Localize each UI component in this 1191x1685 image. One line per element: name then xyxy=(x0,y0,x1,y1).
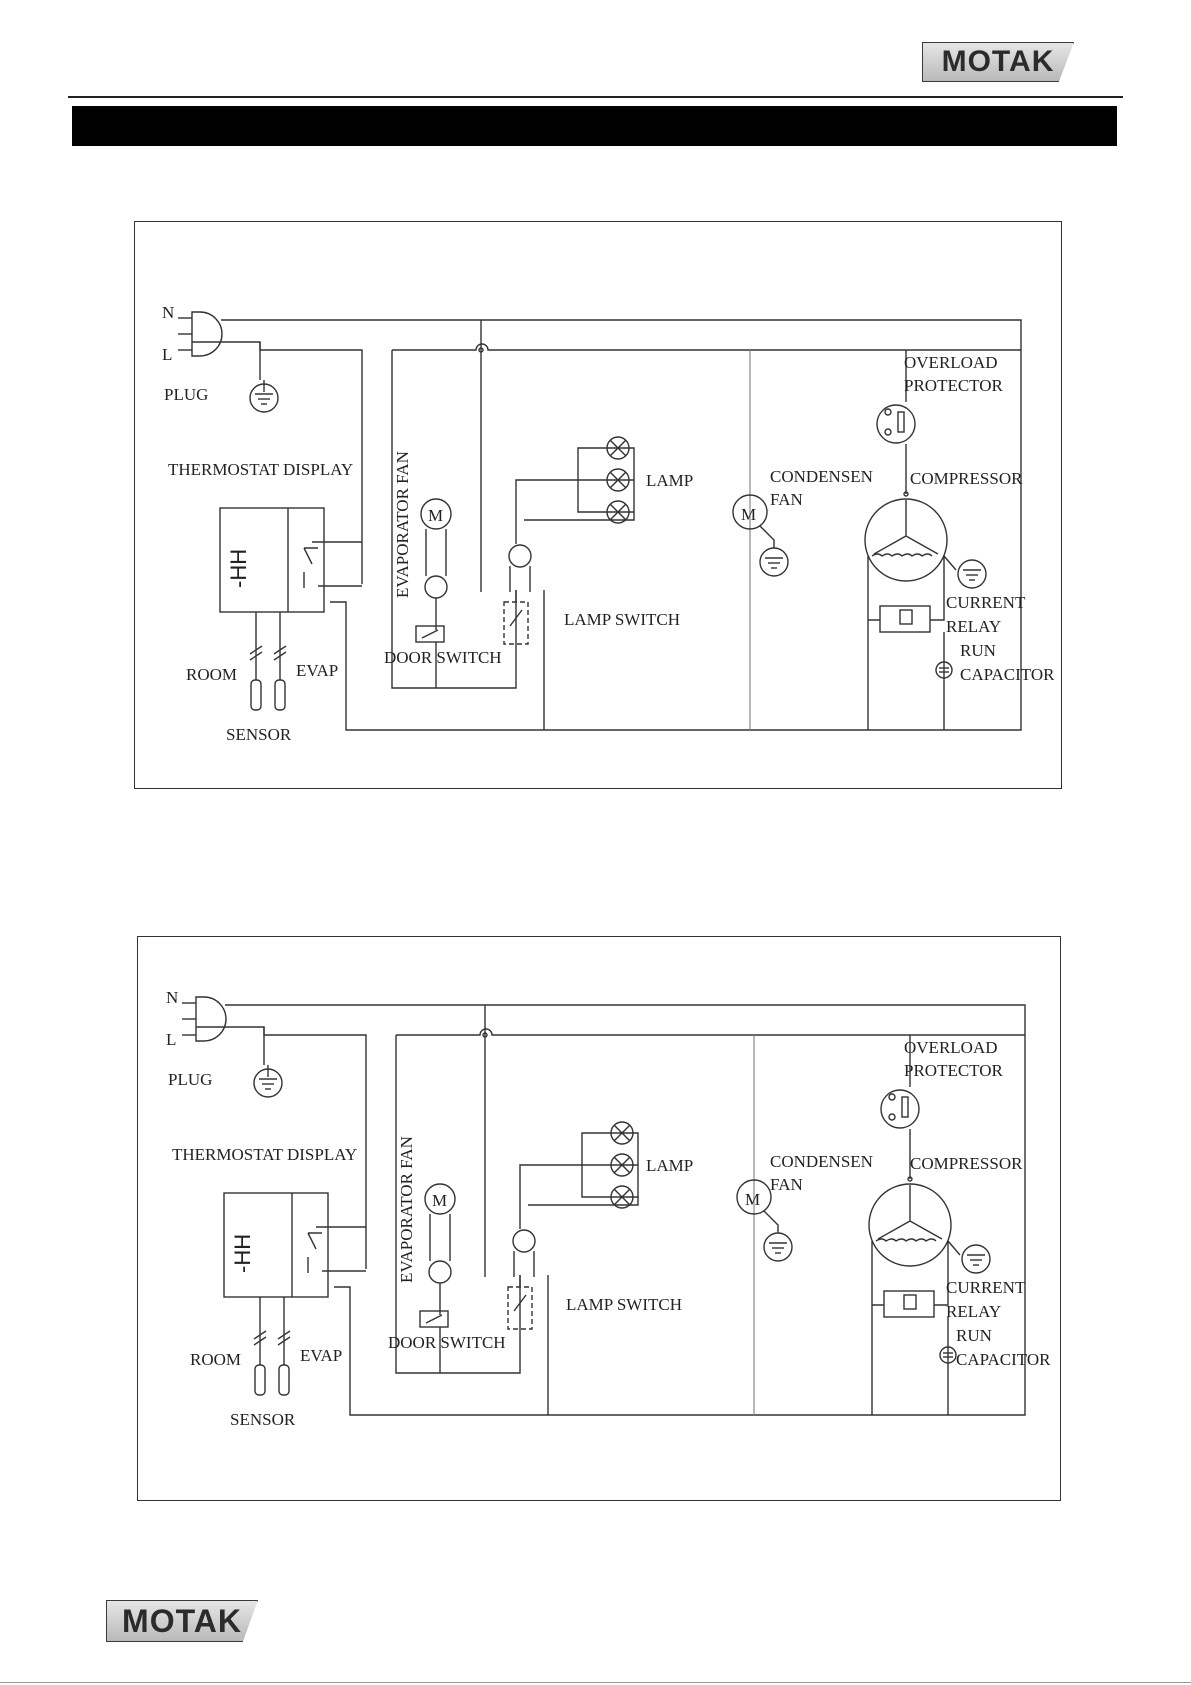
label-door-switch: DOOR SWITCH xyxy=(388,1333,506,1352)
label-door-switch: DOOR SWITCH xyxy=(384,648,502,667)
label-capacitor: CAPACITOR xyxy=(960,665,1055,684)
label-thermostat-display: THERMOSTAT DISPLAY xyxy=(172,1145,357,1164)
label-l: L xyxy=(162,345,172,364)
label-compressor: COMPRESSOR xyxy=(910,1154,1023,1173)
label-current: CURRENT xyxy=(946,593,1026,612)
label-condensen: CONDENSEN xyxy=(770,467,873,486)
label-overload: OVERLOAD xyxy=(904,353,998,372)
labels-diagram-2: N L PLUG THERMOSTAT DISPLAY -HH EVAPORAT… xyxy=(166,988,1051,1429)
brand-logo-bottom: MOTAK xyxy=(106,1600,258,1642)
label-evap: EVAP xyxy=(300,1346,342,1365)
brand-logo-top-text: MOTAK xyxy=(941,45,1055,78)
display-digits: -HH xyxy=(226,549,251,588)
motor-icon: M xyxy=(432,1191,447,1210)
label-lamp-switch: LAMP SWITCH xyxy=(566,1295,682,1314)
label-n: N xyxy=(162,303,174,322)
label-room: ROOM xyxy=(190,1350,241,1369)
label-overload: OVERLOAD xyxy=(904,1038,998,1057)
label-evap: EVAP xyxy=(296,661,338,680)
label-lamp-switch: LAMP SWITCH xyxy=(564,610,680,629)
motor-icon: M xyxy=(428,506,443,525)
label-room: ROOM xyxy=(186,665,237,684)
motor-icon: M xyxy=(745,1190,760,1209)
label-protector: PROTECTOR xyxy=(904,376,1004,395)
label-relay: RELAY xyxy=(946,1302,1001,1321)
label-thermostat-display: THERMOSTAT DISPLAY xyxy=(168,460,353,479)
wiring-diagram-frame-2 xyxy=(137,936,1061,1501)
header-rule xyxy=(68,96,1123,98)
display-digits: -HH xyxy=(230,1234,255,1273)
label-run: RUN xyxy=(956,1326,992,1345)
label-evaporator-fan: EVAPORATOR FAN xyxy=(393,451,412,598)
brand-logo-bottom-text: MOTAK xyxy=(122,1602,242,1639)
label-protector: PROTECTOR xyxy=(904,1061,1004,1080)
label-lamp: LAMP xyxy=(646,471,693,490)
label-capacitor: CAPACITOR xyxy=(956,1350,1051,1369)
label-fan: FAN xyxy=(770,490,803,509)
label-lamp: LAMP xyxy=(646,1156,693,1175)
label-plug: PLUG xyxy=(164,385,208,404)
label-sensor: SENSOR xyxy=(230,1410,296,1429)
label-plug: PLUG xyxy=(168,1070,212,1089)
label-l: L xyxy=(166,1030,176,1049)
wiring-diagram-frame-1 xyxy=(134,221,1062,789)
label-relay: RELAY xyxy=(946,617,1001,636)
label-current: CURRENT xyxy=(946,1278,1026,1297)
brand-logo-top: MOTAK xyxy=(922,42,1074,82)
motor-icon: M xyxy=(741,505,756,524)
label-condensen: CONDENSEN xyxy=(770,1152,873,1171)
label-compressor: COMPRESSOR xyxy=(910,469,1023,488)
label-evaporator-fan: EVAPORATOR FAN xyxy=(397,1136,416,1283)
label-n: N xyxy=(166,988,178,1007)
label-fan: FAN xyxy=(770,1175,803,1194)
label-sensor: SENSOR xyxy=(226,725,292,744)
label-run: RUN xyxy=(960,641,996,660)
title-bar xyxy=(72,106,1117,146)
footer-rule xyxy=(0,1682,1191,1683)
labels-diagram-1: N L PLUG THERMOSTAT DISPLAY -HH EVAPORAT… xyxy=(162,303,1055,744)
